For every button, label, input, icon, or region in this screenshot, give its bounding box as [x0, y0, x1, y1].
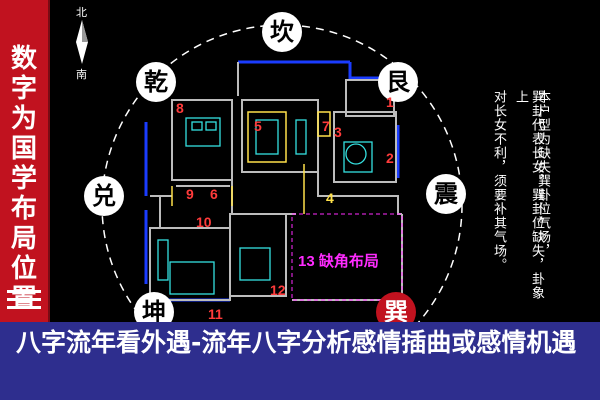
plan-number-4: 4: [326, 190, 334, 206]
plan-number-12: 12: [270, 282, 286, 298]
plan-number-1: 1: [386, 94, 394, 110]
caption-text: 八字流年看外遇-流年八字分析感情插曲或感情机遇: [16, 328, 577, 357]
trigram-gen: 艮: [378, 62, 418, 102]
plan-number-6: 6: [210, 186, 218, 202]
compass-south-label: 南: [76, 68, 87, 81]
plan-number-7: 7: [322, 118, 330, 134]
trigram-zhen: 震: [426, 174, 466, 214]
missing-corner-label: 13 缺角布局: [298, 253, 379, 270]
left-banner: 数字为国学布局位置: [0, 0, 50, 322]
plan-number-5: 5: [254, 118, 262, 134]
plan-number-3: 3: [334, 124, 342, 140]
plan-number-10: 10: [196, 214, 212, 230]
plan-number-2: 2: [386, 150, 394, 166]
right-text-col1: 本户型为缺失巽卦位气场，: [535, 90, 550, 258]
trigram-qian: 乾: [136, 62, 176, 102]
caption-bar: [0, 322, 600, 400]
plan-number-11: 11: [208, 306, 223, 322]
trigram-bars-icon: [7, 290, 41, 310]
trigram-kan: 坎: [262, 12, 302, 52]
plan-number-9: 9: [186, 186, 194, 202]
trigram-dui: 兑: [84, 176, 124, 216]
compass-needle-icon: [76, 20, 88, 64]
plan-number-8: 8: [176, 100, 184, 116]
compass-north-label: 北: [76, 6, 87, 19]
furniture: [157, 117, 373, 295]
door-lines: [171, 111, 331, 214]
right-text-col3: 对长女不利，须要补其气场。: [491, 90, 506, 272]
right-text-col2: 巽卦代表长女，巽卦位缺失，卦象上: [513, 90, 544, 300]
